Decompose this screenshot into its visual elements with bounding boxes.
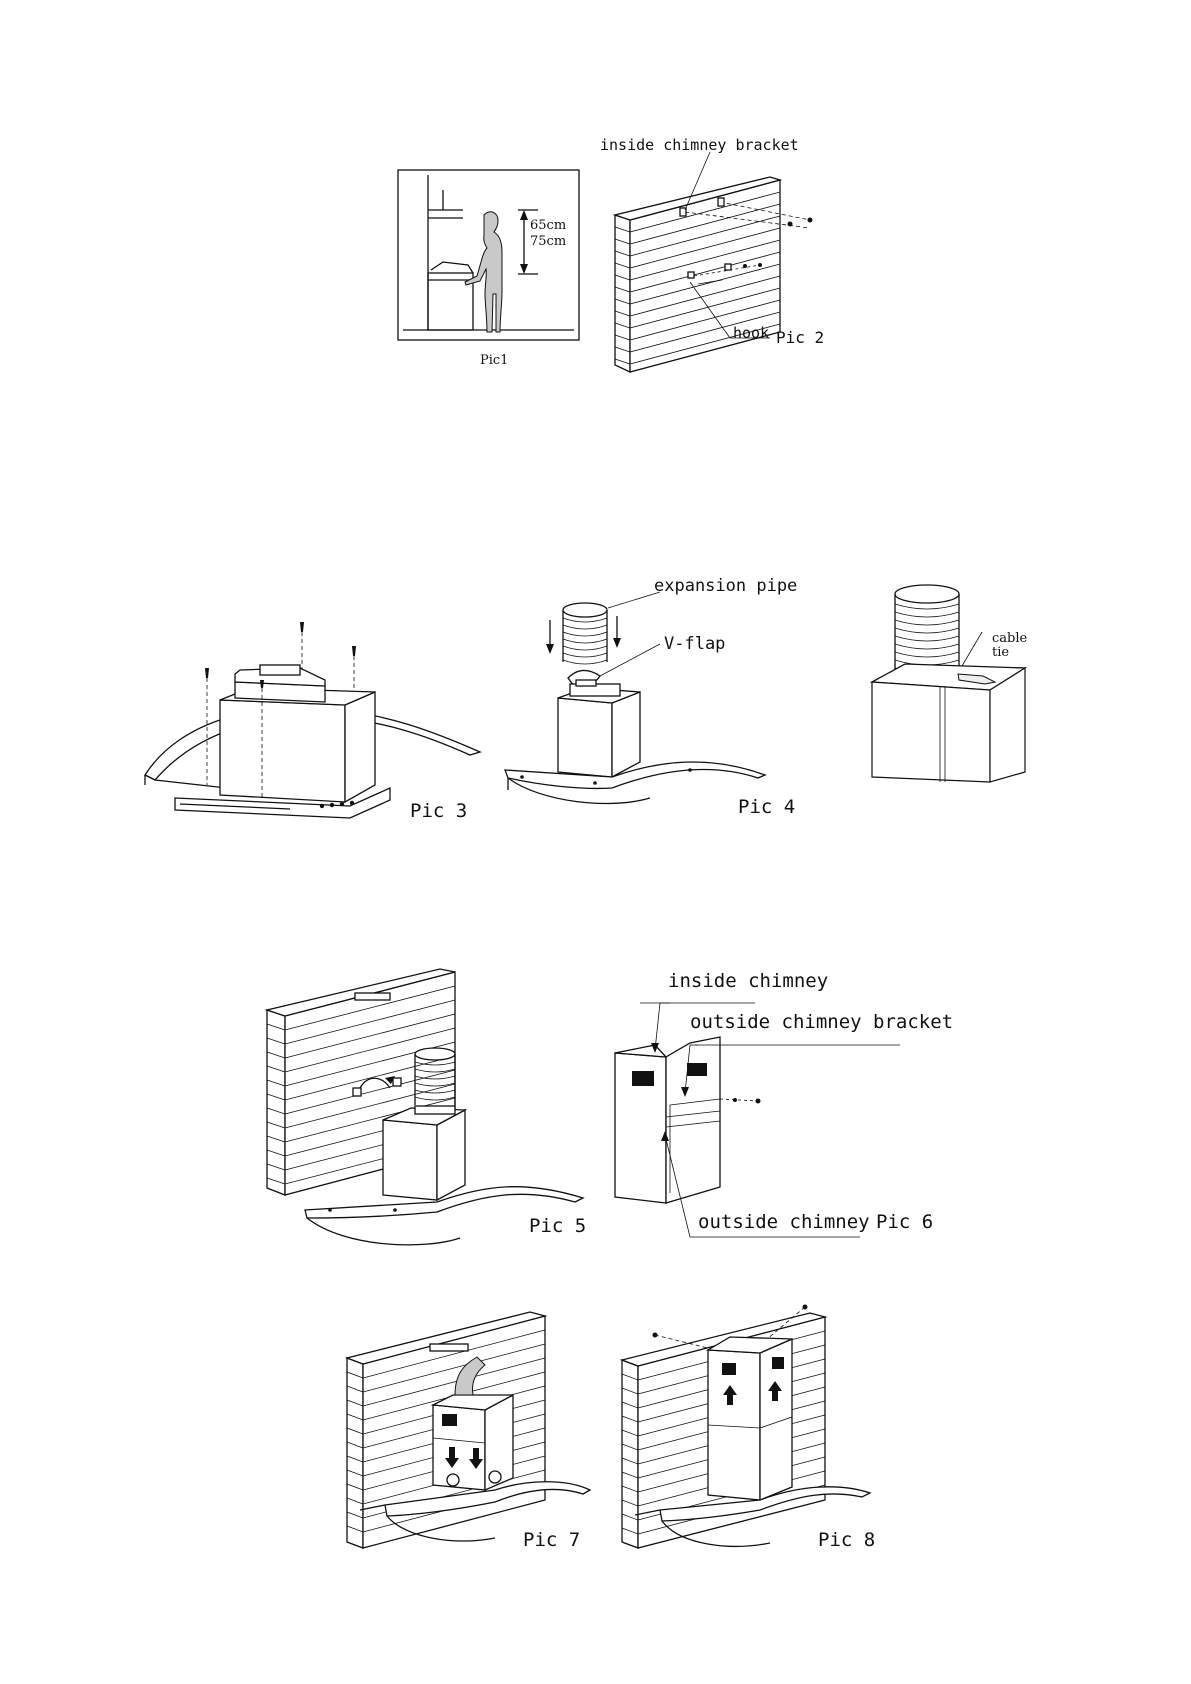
figure-pic1: 65cm 75cm Pic1 xyxy=(398,170,598,380)
pic2-label-hook: hook xyxy=(733,326,769,341)
figure-pic2: inside chimney bracket hook Pic 2 xyxy=(610,140,850,380)
pic2-label-bracket: inside chimney bracket xyxy=(600,138,799,153)
figure-pic8: Pic 8 xyxy=(620,1295,890,1560)
pic8-drawing xyxy=(620,1295,890,1560)
pic4-label-flap: V-flap xyxy=(664,636,725,653)
pipe-icon xyxy=(563,603,607,664)
pic2-caption: Pic 2 xyxy=(776,330,824,346)
pic1-caption: Pic1 xyxy=(480,354,508,367)
pic5-drawing xyxy=(265,970,605,1250)
pic4-label-pipe: expansion pipe xyxy=(654,578,797,595)
figure-cable-tie: cable tie xyxy=(870,582,1050,792)
pic6-label-inside: inside chimney xyxy=(668,972,828,991)
pic6-caption: Pic 6 xyxy=(876,1213,933,1232)
pic3-caption: Pic 3 xyxy=(410,802,467,821)
pic6-label-outside: outside chimney xyxy=(698,1213,870,1232)
figure-pic5: Pic 5 xyxy=(265,970,605,1250)
figure-pic4: expansion pipe V-flap Pic 4 xyxy=(500,580,800,840)
pic8-caption: Pic 8 xyxy=(818,1531,875,1550)
pic7-drawing xyxy=(345,1310,605,1560)
figure-pic7: Pic 7 xyxy=(345,1310,605,1560)
cable-tie-label-2: tie xyxy=(992,646,1009,659)
pic1-drawing xyxy=(398,170,598,380)
pic5-caption: Pic 5 xyxy=(529,1217,586,1236)
cable-tie-label-1: cable xyxy=(992,632,1027,645)
figure-pic3: Pic 3 xyxy=(140,610,480,840)
pic6-label-outside-bracket: outside chimney bracket xyxy=(690,1013,953,1032)
pic7-caption: Pic 7 xyxy=(523,1531,580,1550)
pic1-dim-top: 65cm xyxy=(530,219,566,232)
pic4-caption: Pic 4 xyxy=(738,798,795,817)
pic1-dim-bottom: 75cm xyxy=(530,235,566,248)
cable-tie-drawing xyxy=(870,582,1050,792)
figure-pic6: inside chimney outside chimney bracket o… xyxy=(610,975,980,1245)
